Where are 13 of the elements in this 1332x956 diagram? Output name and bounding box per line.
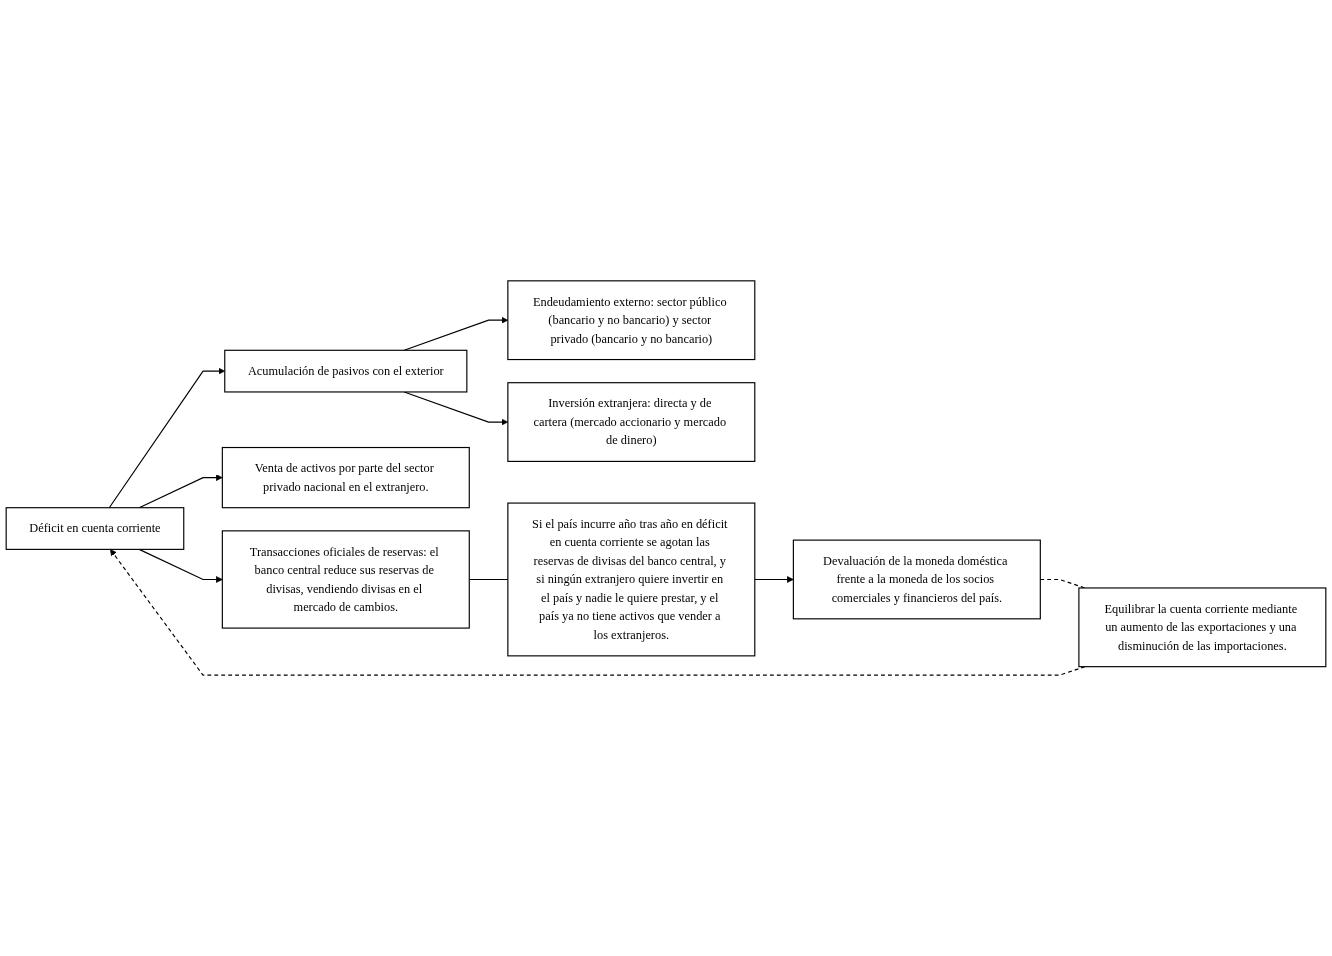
node-box: Transacciones oficiales de reservas: el banco central reduce sus reservas de divisas, vendiendo divisas en el mercado de cambios. <box>221 530 470 629</box>
node-box: Devaluación de la moneda doméstica frente a la moneda de los socios comerciales y financieros del país. <box>792 539 1041 620</box>
node-box: Venta de activos por parte del sector privado nacional en el extranjero. <box>221 446 470 509</box>
arrow <box>110 549 1086 676</box>
node-box: Inversión extranjera: directa y de cartera (mercado accionario y mercado de dinero) <box>507 382 756 462</box>
node-box: Acumulación de pasivos con el exterior <box>224 349 468 393</box>
arrow <box>138 548 223 583</box>
node-box: Equilibrar la cuenta corriente mediante un aumento de las exportaciones y una disminución de las importaciones. <box>1078 587 1327 668</box>
node-box: Déficit en cuenta corriente <box>5 507 185 550</box>
arrow <box>754 576 794 583</box>
node-box: Si el país incurre año tras año en déficit en cuenta corriente se agotan las reservas de divisas del banco central, y si ningún extranjero quiere invertir en el país y nadie le quiere prestar, y el país ya no tiene activos que vender a los extranjeros. <box>507 502 756 657</box>
node-box: Endeudamiento externo: sector público (bancario y no bancario) y sector privado (bancario y no bancario) <box>507 280 756 361</box>
arrow <box>138 474 223 509</box>
